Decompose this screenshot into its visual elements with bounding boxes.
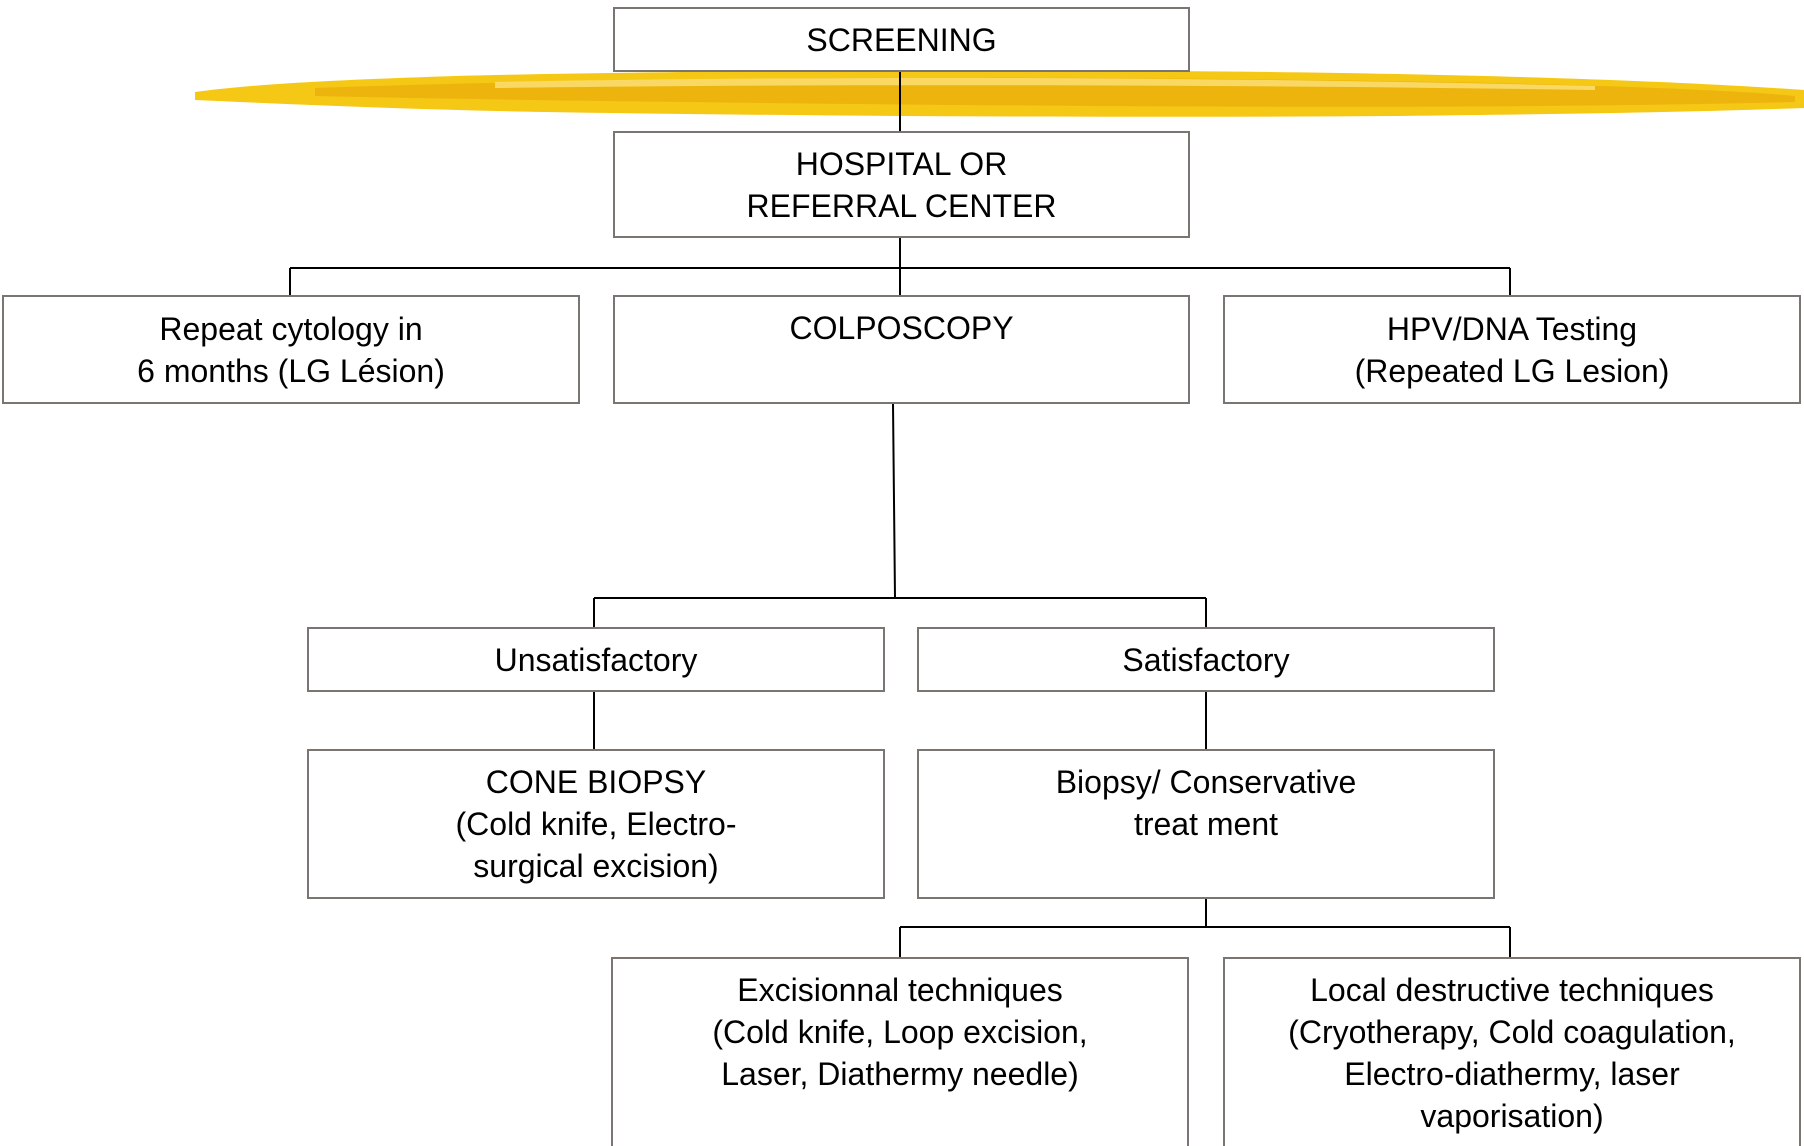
- excisional-techniques-label: Excisionnal techniques (Cold knife, Loop…: [712, 972, 1088, 1092]
- cone-biopsy-box: CONE BIOPSY (Cold knife, Electro- surgic…: [307, 749, 885, 899]
- hpv-dna-testing-label: HPV/DNA Testing (Repeated LG Lesion): [1354, 310, 1670, 389]
- hpv-dna-testing-box: HPV/DNA Testing (Repeated LG Lesion): [1223, 295, 1801, 404]
- biopsy-conservative-label: Biopsy/ Conservative treat ment: [1055, 764, 1357, 842]
- yellow-brush-stroke-decoration: [195, 70, 1804, 117]
- connector-colposcopy-down: [892, 403, 896, 599]
- screening-box: SCREENING: [613, 7, 1190, 72]
- unsatisfactory-label: Unsatisfactory: [494, 641, 698, 678]
- screening-label: SCREENING: [806, 21, 997, 58]
- excisional-techniques-box: Excisionnal techniques (Cold knife, Loop…: [611, 957, 1189, 1146]
- unsatisfactory-box: Unsatisfactory: [307, 627, 885, 692]
- colposcopy-box: COLPOSCOPY: [613, 295, 1190, 404]
- satisfactory-box: Satisfactory: [917, 627, 1495, 692]
- cone-biopsy-label: CONE BIOPSY (Cold knife, Electro- surgic…: [455, 764, 737, 884]
- repeat-cytology-box: Repeat cytology in 6 months (LG Lésion): [2, 295, 580, 404]
- local-destructive-techniques-label: Local destructive techniques (Cryotherap…: [1288, 972, 1736, 1134]
- local-destructive-techniques-box: Local destructive techniques (Cryotherap…: [1223, 957, 1801, 1146]
- colposcopy-label: COLPOSCOPY: [789, 310, 1014, 346]
- biopsy-conservative-box: Biopsy/ Conservative treat ment: [917, 749, 1495, 899]
- repeat-cytology-label: Repeat cytology in 6 months (LG Lésion): [137, 310, 445, 389]
- hospital-referral-box: HOSPITAL OR REFERRAL CENTER: [613, 131, 1190, 238]
- satisfactory-label: Satisfactory: [1122, 641, 1290, 678]
- hospital-referral-label: HOSPITAL OR REFERRAL CENTER: [746, 145, 1057, 224]
